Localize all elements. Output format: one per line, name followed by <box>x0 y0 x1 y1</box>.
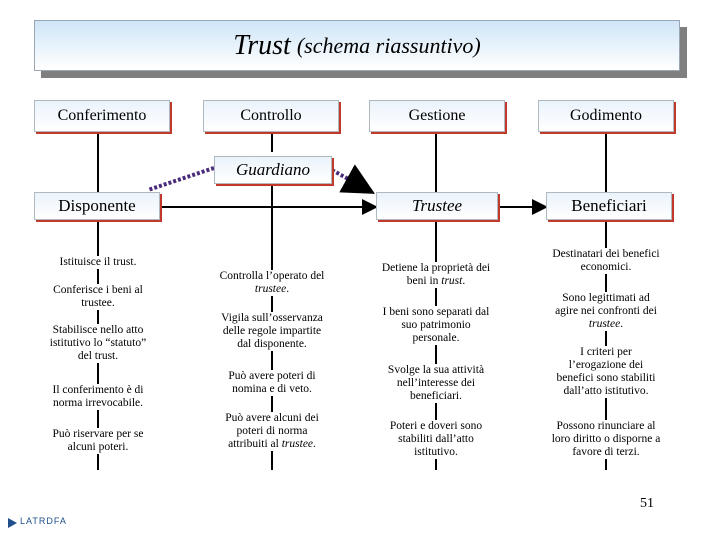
trustee-box: Trustee <box>376 192 498 220</box>
guardian-to-settlor-dotted <box>147 166 215 192</box>
beneficiary-item-3: I criteri per l’erogazione dei benefici … <box>550 346 662 398</box>
trustee-item-2: I beni sono separati dal suo patrimonio … <box>380 306 492 345</box>
guardian-item-1: Controlla l’operato del trustee. <box>216 270 328 296</box>
column-header-conferimento: Conferimento <box>34 100 170 132</box>
column-header-gestione: Gestione <box>369 100 505 132</box>
guardian-box: Guardiano <box>214 156 332 184</box>
column-header-godimento: Godimento <box>538 100 674 132</box>
settlor-box: Disponente <box>34 192 160 220</box>
footer-logo: LATRDFA <box>8 516 70 530</box>
settlor-item-5: Può riservare per se alcuni poteri. <box>42 428 154 454</box>
guardian-to-trustee-dotted <box>331 164 375 194</box>
title-subtitle: (schema riassuntivo) <box>296 32 481 58</box>
settlor-item-4: Il conferimento è di norma irrevocabile. <box>42 384 154 410</box>
guardian-item-4: Può avere alcuni dei poteri di norma att… <box>216 412 328 451</box>
beneficiary-item-2: Sono legittimati ad agire nei confronti … <box>550 292 662 331</box>
settlor-item-1: Istituisce il trust. <box>42 256 154 269</box>
beneficiary-item-1: Destinatari dei benefici economici. <box>550 248 662 274</box>
trustee-item-4: Poteri e doveri sono stabiliti dall’atto… <box>380 420 492 459</box>
title-main: Trust <box>233 29 291 61</box>
logo-triangle-icon <box>8 518 17 528</box>
settlor-item-2: Conferisce i beni al trustee. <box>42 284 154 310</box>
settlor-item-3: Stabilisce nello atto istitutivo lo “sta… <box>42 324 154 363</box>
trustee-item-1: Detiene la proprietà dei beni in trust. <box>380 262 492 288</box>
guardian-item-3: Può avere poteri di nomina e di veto. <box>216 370 328 396</box>
slide-title: Trust (schema riassuntivo) <box>34 20 680 71</box>
beneficiary-item-4: Possono rinunciare al loro diritto o dis… <box>550 420 662 459</box>
page-number: 51 <box>640 496 654 511</box>
beneficiaries-box: Beneficiari <box>546 192 672 220</box>
column-header-controllo: Controllo <box>203 100 339 132</box>
guardian-item-2: Vigila sull’osservanza delle regole impa… <box>216 312 328 351</box>
trustee-item-3: Svolge la sua attività nell’interesse de… <box>380 364 492 403</box>
logo-text: LATRDFA <box>20 516 67 526</box>
